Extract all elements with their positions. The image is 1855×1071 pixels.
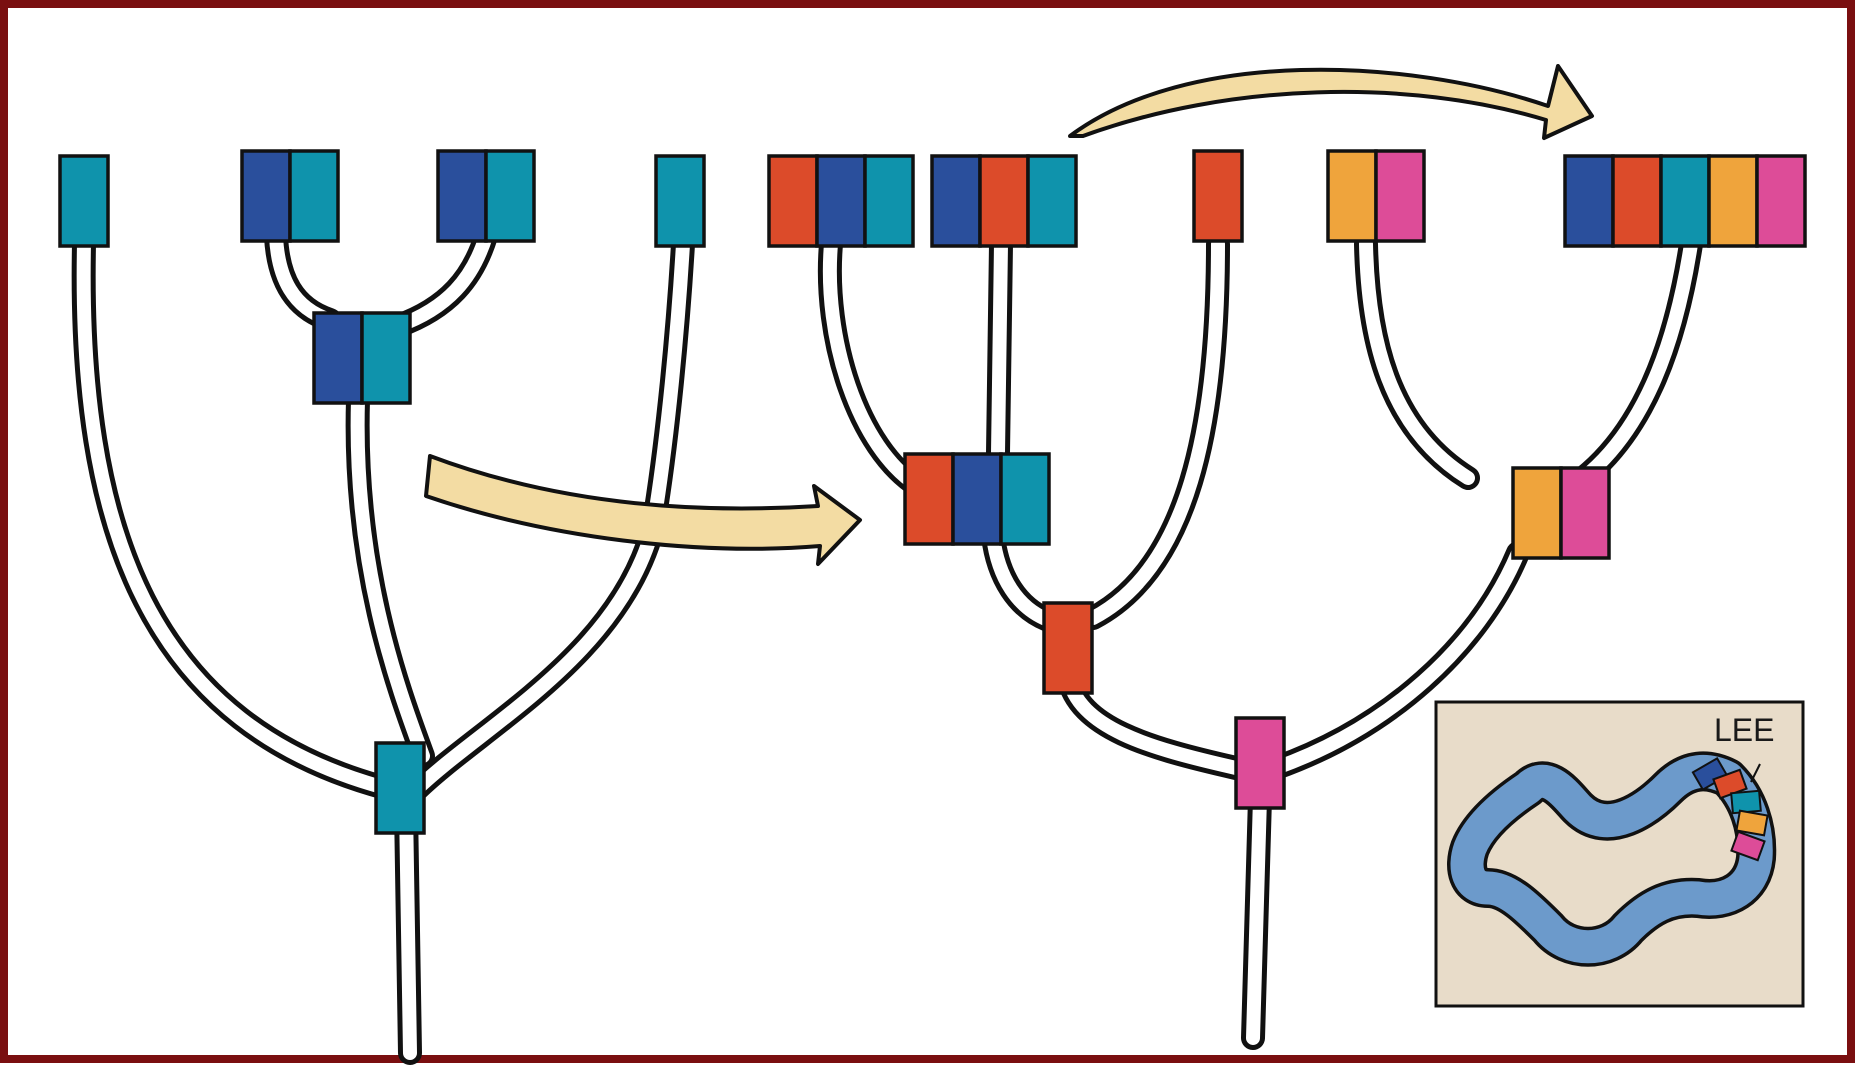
gene-boxes (58, 149, 1807, 835)
circular-chromosome-fill (1450, 754, 1773, 964)
gene-segment-teal (999, 452, 1051, 546)
gene-segment-red (978, 154, 1030, 248)
tree1-leaf-4 (654, 154, 706, 248)
tree1-leaf-3 (436, 149, 536, 243)
gene-segment-pink (1374, 149, 1426, 243)
gene-segment-teal (374, 741, 426, 835)
transfer-arrow-lower (424, 454, 862, 566)
lee-pointer (1750, 763, 1761, 783)
gene-segment-teal (654, 154, 706, 248)
tree1-branches (71, 224, 695, 1065)
gene-segment-dark-blue (1563, 154, 1615, 248)
tree2-node-2 (1042, 601, 1094, 695)
inset-panel: LEE (1434, 700, 1805, 1008)
gene-segment-dark-blue (951, 452, 1003, 546)
tree2-leaf-4 (1326, 149, 1426, 243)
gene-segment-dark-blue (930, 154, 982, 248)
gene-segment-teal (1659, 154, 1711, 248)
lee-segments (1691, 756, 1769, 862)
gene-segment-teal (863, 154, 915, 248)
tree2-leaf-3 (1192, 149, 1244, 243)
gene-segment-dark-blue (240, 149, 292, 243)
gene-segment-dark-blue (436, 149, 488, 243)
gene-segment-red (1611, 154, 1663, 248)
tree2-branches (817, 232, 1703, 1050)
gene-segment-orange (1511, 466, 1563, 560)
gene-segment-dark-blue (312, 311, 364, 405)
tree2-node-1 (903, 452, 1051, 546)
gene-segment-red (1192, 149, 1244, 243)
gene-segment-orange (1707, 154, 1759, 248)
gene-segment-red (903, 452, 955, 546)
lateral-transfer-diagram: LEE (58, 64, 1807, 1065)
lee-segment-orange (1735, 809, 1769, 837)
lee-segment-teal (1730, 789, 1762, 815)
tree1-node-2 (374, 741, 426, 835)
gene-segment-teal (288, 149, 340, 243)
tree2-leaf-2 (930, 154, 1078, 248)
gene-segment-red (1042, 601, 1094, 695)
gene-segment-teal (484, 149, 536, 243)
tree2-leaf-1 (767, 154, 915, 248)
tree2-node-4 (1234, 716, 1286, 810)
gene-segment-pink (1559, 466, 1611, 560)
gene-segment-red (767, 154, 819, 248)
tree1-leaf-1 (58, 154, 110, 248)
gene-segment-teal (58, 154, 110, 248)
gene-segment-pink (1755, 154, 1807, 248)
tree2-node-3 (1511, 466, 1611, 560)
tree2-merged-result (1563, 154, 1807, 248)
lee-segment-pink (1730, 830, 1766, 862)
gene-segment-teal (360, 311, 412, 405)
lee-label: LEE (1714, 712, 1774, 748)
gene-segment-orange (1326, 149, 1378, 243)
tree1-node-1 (312, 311, 412, 405)
gene-segment-dark-blue (815, 154, 867, 248)
transfer-arrow-upper (1068, 64, 1594, 140)
gene-segment-teal (1026, 154, 1078, 248)
gene-segment-pink (1234, 716, 1286, 810)
tree1-leaf-2 (240, 149, 340, 243)
